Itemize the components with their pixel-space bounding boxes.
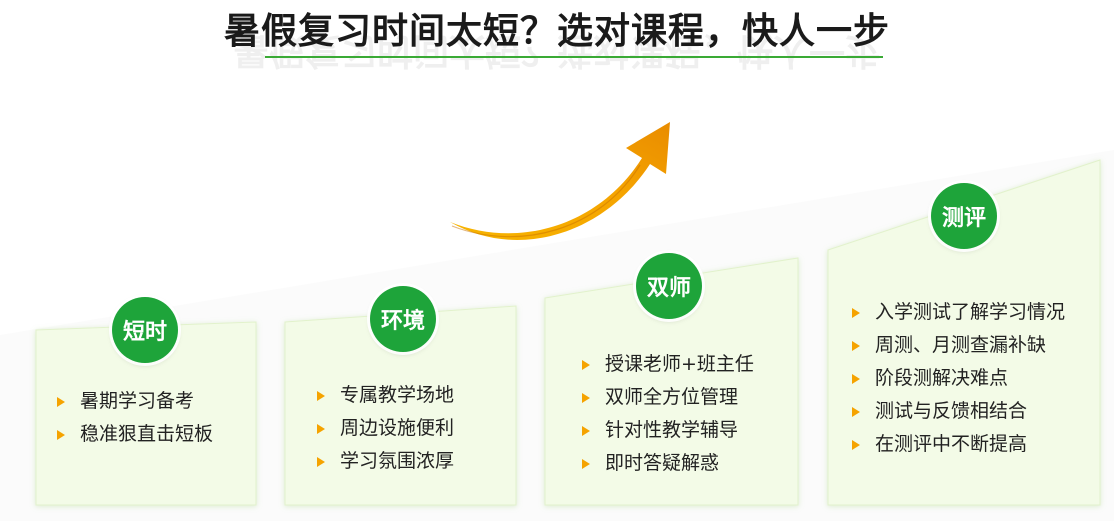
list-item: 双师全方位管理 — [580, 381, 754, 414]
badge-environment: 环境 — [370, 286, 436, 352]
bullet-triangle-icon — [852, 308, 860, 318]
badge-assessment: 测评 — [931, 183, 997, 249]
card-bg-1 — [35, 321, 257, 506]
bullet-triangle-icon — [852, 374, 860, 384]
card-bg-2 — [284, 305, 517, 506]
card-2-list: 专属教学场地 周边设施便利 学习氛围浓厚 — [315, 379, 454, 478]
card-3-list: 授课老师+班主任 双师全方位管理 针对性教学辅导 即时答疑解惑 — [580, 348, 754, 480]
list-item: 在测评中不断提高 — [850, 428, 1065, 461]
card-bg-4 — [827, 159, 1101, 506]
list-item: 针对性教学辅导 — [580, 414, 754, 447]
bullet-triangle-icon — [57, 430, 65, 440]
list-item: 专属教学场地 — [315, 379, 454, 412]
bullet-triangle-icon — [317, 391, 325, 401]
bullet-triangle-icon — [317, 457, 325, 467]
list-item: 周测、月测查漏补缺 — [850, 329, 1065, 362]
bullet-triangle-icon — [582, 426, 590, 436]
list-item: 学习氛围浓厚 — [315, 445, 454, 478]
card-1-list: 暑期学习备考 稳准狠直击短板 — [55, 385, 213, 451]
card-4-list: 入学测试了解学习情况 周测、月测查漏补缺 阶段测解决难点 测试与反馈相结合 在测… — [850, 296, 1065, 461]
list-item: 入学测试了解学习情况 — [850, 296, 1065, 329]
list-item: 稳准狠直击短板 — [55, 418, 213, 451]
list-item: 暑期学习备考 — [55, 385, 213, 418]
list-item: 即时答疑解惑 — [580, 447, 754, 480]
list-item: 测试与反馈相结合 — [850, 395, 1065, 428]
bullet-triangle-icon — [852, 341, 860, 351]
list-item: 授课老师+班主任 — [580, 348, 754, 381]
page-title: 暑假复习时间太短？选对课程，快人一步 — [223, 11, 890, 52]
bullet-triangle-icon — [582, 360, 590, 370]
bullet-triangle-icon — [852, 407, 860, 417]
badge-dual-teacher: 双师 — [636, 253, 702, 319]
list-item: 阶段测解决难点 — [850, 362, 1065, 395]
bullet-triangle-icon — [582, 459, 590, 469]
badge-short-time: 短时 — [112, 297, 178, 363]
list-item: 周边设施便利 — [315, 412, 454, 445]
bullet-triangle-icon — [317, 424, 325, 434]
bullet-triangle-icon — [57, 397, 65, 407]
rising-arrow-icon — [450, 122, 670, 240]
title-underline — [265, 56, 883, 58]
bullet-triangle-icon — [582, 393, 590, 403]
bullet-triangle-icon — [852, 440, 860, 450]
card-bg-3 — [544, 257, 799, 506]
